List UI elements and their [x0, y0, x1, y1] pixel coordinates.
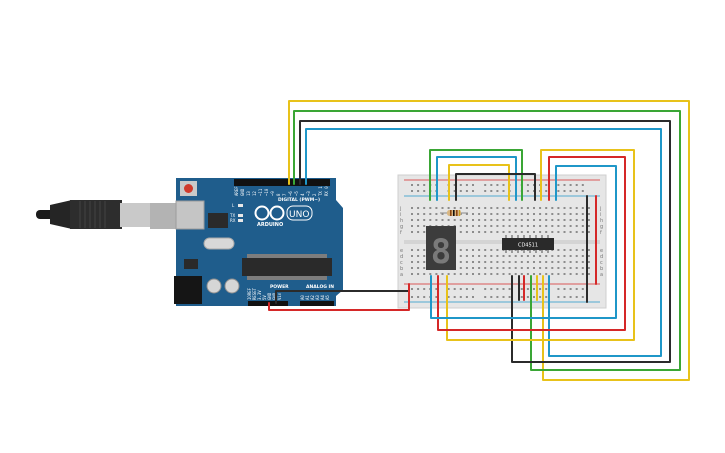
svg-text:GND: GND [240, 188, 245, 196]
svg-text:AREF: AREF [234, 186, 239, 196]
svg-text:Vin: Vin [277, 292, 282, 300]
svg-text:c: c [600, 260, 603, 266]
svg-text:i: i [600, 212, 601, 218]
voltage-regulator [184, 259, 198, 269]
svg-text:h: h [400, 218, 403, 224]
wire-black-top[interactable] [455, 173, 536, 201]
svg-text:~10: ~10 [264, 188, 269, 196]
crystal-oscillator [203, 237, 235, 250]
svg-text:b: b [600, 266, 603, 272]
svg-text:i: i [400, 212, 401, 218]
svg-text:GND: GND [267, 292, 272, 300]
arduino-uno-board[interactable]: L TX RX UNO ARDUINO AREF GND 13 12 ~11 ~… [174, 178, 343, 306]
digital-pin-labels: AREF GND 13 12 ~11 ~10 ~9 8 7 ~6 ~5 4 ~3… [234, 186, 329, 196]
svg-text:A1: A1 [305, 295, 310, 300]
svg-text:RX 0: RX 0 [324, 186, 329, 196]
wire-yellow-top[interactable] [448, 164, 510, 201]
svg-text:RESET: RESET [252, 287, 257, 300]
capacitor [206, 278, 222, 294]
svg-text:~5: ~5 [294, 191, 299, 196]
wire-red-right-top[interactable] [437, 156, 626, 331]
svg-text:~11: ~11 [258, 188, 263, 196]
svg-text:j: j [599, 206, 601, 212]
arduino-logo [254, 205, 285, 221]
row-letters-left: j i h g f e d c b a [399, 206, 403, 278]
wire-green-long[interactable] [293, 110, 681, 371]
row-letters-right: j i h g f e d c b a [599, 206, 603, 278]
svg-text:e: e [400, 248, 403, 254]
wire-red-5v[interactable] [268, 283, 410, 311]
resistor[interactable] [440, 210, 468, 216]
svg-text:b: b [400, 266, 403, 272]
wire-blue-right-top[interactable] [430, 165, 617, 319]
svg-text:a: a [600, 272, 603, 278]
svg-text:c: c [400, 260, 403, 266]
power-label: POWER [270, 284, 289, 290]
led-rx [238, 219, 243, 222]
wire-black-long[interactable] [299, 120, 671, 363]
svg-text:A4: A4 [320, 295, 325, 300]
led-l [238, 204, 243, 207]
svg-text:5V: 5V [262, 295, 267, 300]
svg-text:A5: A5 [325, 295, 330, 300]
svg-text:13: 13 [246, 191, 251, 196]
svg-text:GND: GND [272, 292, 277, 300]
svg-text:f: f [600, 230, 602, 236]
svg-text:2: 2 [312, 193, 317, 196]
chip-label: CD4511 [518, 243, 538, 249]
svg-text:A0: A0 [300, 295, 305, 300]
atmega-chip [242, 258, 332, 276]
svg-text:g: g [600, 224, 603, 230]
power-pin-labels: IOREF RESET 3.3V 5V GND GND Vin [247, 287, 282, 300]
model-text: UNO [289, 210, 309, 220]
svg-text:7: 7 [282, 193, 287, 196]
svg-text:g: g [400, 224, 403, 230]
capacitor [224, 278, 240, 294]
svg-text:12: 12 [252, 191, 257, 196]
digital-header[interactable] [234, 179, 330, 186]
svg-text:8: 8 [276, 193, 281, 196]
svg-text:A3: A3 [315, 295, 320, 300]
brand-text: ARDUINO [257, 222, 283, 228]
wire-blue-top[interactable] [436, 156, 517, 201]
led-tx [238, 214, 243, 217]
svg-text:e: e [600, 248, 603, 254]
led-label-l: L [232, 203, 235, 208]
usb-chip [208, 213, 228, 228]
wire-blue-long[interactable] [305, 128, 662, 357]
analog-header[interactable] [300, 301, 334, 306]
digital-header-label: DIGITAL (PWM~) [278, 197, 320, 203]
analog-label: ANALOG IN [306, 284, 334, 290]
led-label-rx: RX [230, 218, 236, 223]
usb-jack [175, 200, 205, 230]
power-jack [174, 276, 202, 304]
svg-text:a: a [400, 272, 403, 278]
svg-text:~3: ~3 [306, 191, 311, 196]
svg-text:TX 1: TX 1 [318, 186, 323, 196]
svg-text:d: d [400, 254, 403, 260]
led-label-tx: TX [229, 213, 235, 218]
seven-segment-display[interactable]: 8 [426, 226, 456, 272]
svg-text:~6: ~6 [288, 191, 293, 196]
svg-text:3.3V: 3.3V [257, 290, 262, 300]
svg-text:4: 4 [300, 193, 305, 196]
usb-cable[interactable] [36, 200, 178, 229]
svg-text:IOREF: IOREF [247, 287, 252, 300]
display-digit: 8 [431, 232, 451, 272]
analog-pin-labels: A0 A1 A2 A3 A4 A5 [300, 295, 330, 300]
svg-text:h: h [600, 218, 603, 224]
svg-text:A2: A2 [310, 295, 315, 300]
svg-text:d: d [600, 254, 603, 260]
svg-text:~9: ~9 [270, 191, 275, 196]
svg-text:f: f [400, 230, 402, 236]
cd4511-chip[interactable]: CD4511 [502, 235, 554, 253]
svg-text:j: j [399, 206, 401, 212]
